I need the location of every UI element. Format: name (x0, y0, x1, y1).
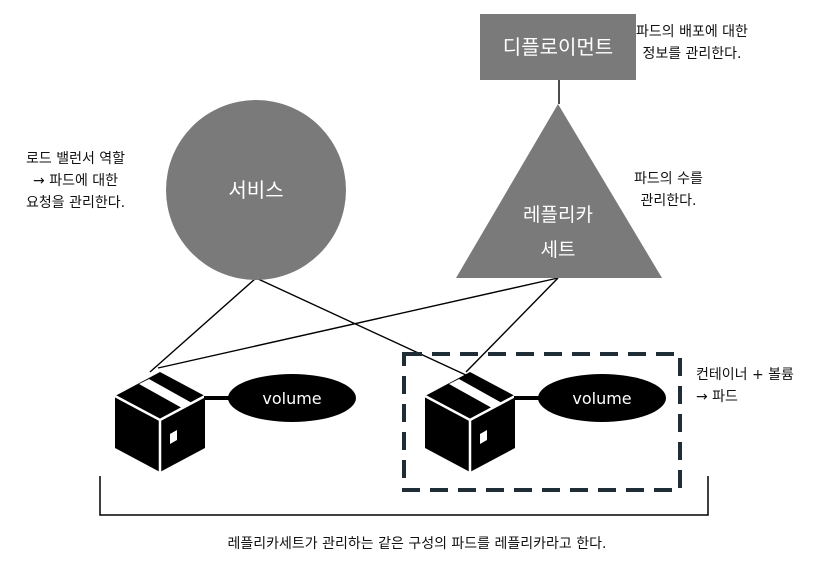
container-box-icon (424, 372, 516, 472)
service-to-pod1-line (149, 277, 257, 373)
deployment-label: 디플로이먼트 (503, 35, 613, 59)
replicaset-note-line: 파드의 수를 (634, 171, 703, 187)
deployment-note-line: 파드의 배포에 대한 (636, 24, 748, 40)
replicaset-label-line-2: 세트 (541, 239, 576, 261)
deployment-note: 파드의 배포에 대한 정보를 관리한다. (636, 21, 748, 65)
service-circle (166, 100, 346, 280)
volume-label: volume (262, 389, 321, 408)
service-to-pod2-line (255, 277, 469, 377)
connector-lines (149, 80, 560, 377)
deployment-note-line: 정보를 관리한다. (642, 46, 742, 62)
pod-note: 컨테이너 + 볼륨 → 파드 (696, 364, 794, 408)
replicaset-to-pod2-line (465, 277, 559, 373)
volume-label: volume (572, 389, 631, 408)
replicaset-to-pod1-line (157, 277, 559, 369)
diagram-caption: 레플리카세트가 관리하는 같은 구성의 파드를 레플리카라고 한다. (227, 536, 607, 552)
replicaset-triangle (456, 104, 662, 278)
replicaset-label-line-1: 레플리카 (523, 204, 593, 226)
volume-ellipse (228, 374, 356, 422)
replicaset-note: 파드의 수를 관리한다. (634, 168, 703, 212)
pod-note-line: → 파드 (696, 389, 738, 405)
pod-boundary (402, 352, 682, 492)
container-box-icon (114, 372, 206, 472)
pod-note-line: 컨테이너 + 볼륨 (696, 367, 794, 383)
replica-group-bracket (99, 476, 709, 516)
service-label: 서비스 (228, 178, 283, 202)
service-note-line: → 파드에 대한 (33, 173, 119, 189)
service-note-line: 로드 밸런서 역할 (26, 151, 126, 167)
service-note: 로드 밸런서 역할 → 파드에 대한 요청을 관리한다. (26, 148, 125, 214)
volume-ellipse (538, 374, 666, 422)
service-note-line: 요청을 관리한다. (26, 195, 126, 211)
replicaset-note-line: 관리한다. (640, 193, 697, 209)
deployment-box (480, 14, 636, 80)
